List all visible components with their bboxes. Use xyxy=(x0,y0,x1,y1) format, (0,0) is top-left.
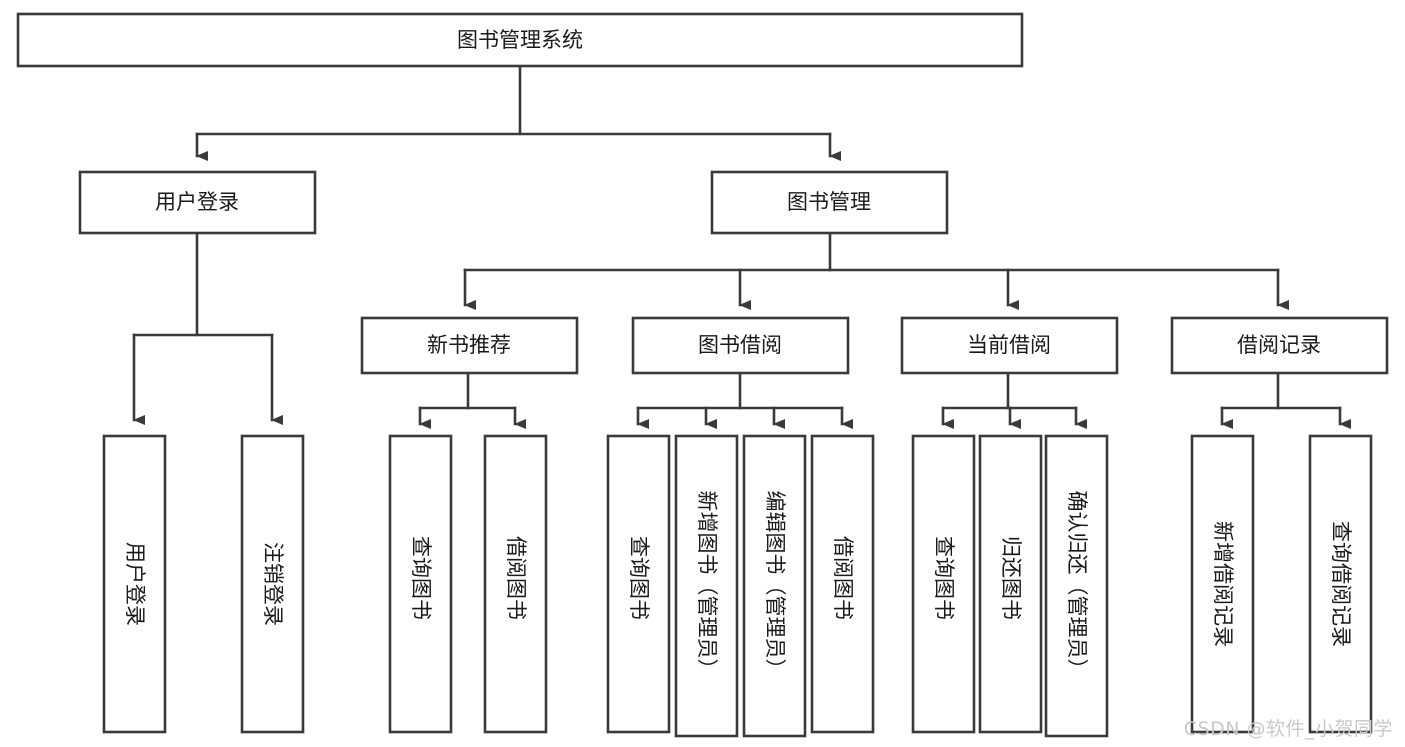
leaf-current-borrow-3[interactable]: 确认归还（管理员） xyxy=(1044,434,1109,738)
leaf-borrow-record-1-box[interactable] xyxy=(1190,434,1255,734)
node-book-borrow-box[interactable] xyxy=(631,316,850,375)
leaf-new-book-2[interactable]: 借阅图书 xyxy=(483,434,548,734)
leaf-book-borrow-2-label: 新增图书（管理员） xyxy=(695,491,719,680)
leaf-current-borrow-2-box[interactable] xyxy=(978,434,1043,734)
leaf-book-borrow-2[interactable]: 新增图书（管理员） xyxy=(674,434,739,738)
node-borrow-record-box[interactable] xyxy=(1170,316,1389,375)
leaf-borrow-record-2[interactable]: 查询借阅记录 xyxy=(1308,434,1373,734)
leaf-user-login-2-box[interactable] xyxy=(240,434,305,734)
leaf-book-borrow-4-box[interactable] xyxy=(810,434,875,734)
leaf-book-borrow-4[interactable]: 借阅图书 xyxy=(810,434,875,734)
node-current-borrow-box[interactable] xyxy=(900,316,1119,375)
node-book-management-box[interactable] xyxy=(710,170,949,235)
leaf-borrow-record-2-label: 查询借阅记录 xyxy=(1329,521,1353,647)
node-borrow-record[interactable]: 借阅记录 xyxy=(1170,316,1389,375)
leaf-book-borrow-1-box[interactable] xyxy=(606,434,671,734)
leaf-new-book-1-label: 查询图书 xyxy=(409,536,433,620)
leaf-user-login-2-label: 注销登录 xyxy=(261,542,285,626)
node-user-login-box[interactable] xyxy=(78,170,317,235)
leaf-current-borrow-1-box[interactable] xyxy=(911,434,976,734)
node-new-book-recommend-box[interactable] xyxy=(360,316,579,375)
leaf-current-borrow-1[interactable]: 查询图书 xyxy=(911,434,976,734)
leaf-user-login-1-box[interactable] xyxy=(102,434,167,734)
node-borrow-record-label: 借阅记录 xyxy=(1237,333,1321,357)
leaf-book-borrow-3[interactable]: 编辑图书（管理员） xyxy=(742,434,807,738)
leaf-user-login-1[interactable]: 用户登录 xyxy=(102,434,167,734)
node-current-borrow[interactable]: 当前借阅 xyxy=(900,316,1119,375)
leaf-user-login-2[interactable]: 注销登录 xyxy=(240,434,305,734)
leaf-borrow-record-1-label: 新增借阅记录 xyxy=(1211,521,1235,647)
node-current-borrow-label: 当前借阅 xyxy=(967,333,1051,357)
leaf-current-borrow-3-label: 确认归还（管理员） xyxy=(1065,491,1089,680)
leaf-new-book-1[interactable]: 查询图书 xyxy=(388,434,453,734)
node-user-login[interactable]: 用户登录 xyxy=(78,170,317,235)
node-user-login-label: 用户登录 xyxy=(155,190,239,214)
connectors xyxy=(132,64,1351,429)
leaf-current-borrow-3-box[interactable] xyxy=(1044,434,1109,738)
node-book-borrow-label: 图书借阅 xyxy=(698,333,782,357)
node-book-management-label: 图书管理 xyxy=(787,190,871,214)
leaf-book-borrow-3-box[interactable] xyxy=(742,434,807,738)
leaf-current-borrow-1-label: 查询图书 xyxy=(932,536,956,620)
leaf-book-borrow-1[interactable]: 查询图书 xyxy=(606,434,671,734)
node-book-borrow[interactable]: 图书借阅 xyxy=(631,316,850,375)
leaf-book-borrow-2-box[interactable] xyxy=(674,434,739,738)
leaf-borrow-record-1[interactable]: 新增借阅记录 xyxy=(1190,434,1255,734)
node-book-management[interactable]: 图书管理 xyxy=(710,170,949,235)
leaf-new-book-2-box[interactable] xyxy=(483,434,548,734)
leaf-current-borrow-2[interactable]: 归还图书 xyxy=(978,434,1043,734)
leaf-new-book-2-label: 借阅图书 xyxy=(504,536,528,620)
node-root-label: 图书管理系统 xyxy=(457,28,583,52)
node-new-book-recommend-label: 新书推荐 xyxy=(427,333,511,357)
leaf-current-borrow-2-label: 归还图书 xyxy=(999,536,1023,620)
leaf-new-book-1-box[interactable] xyxy=(388,434,453,734)
leaf-user-login-1-label: 用户登录 xyxy=(123,542,147,626)
node-root-box[interactable] xyxy=(16,12,1024,68)
leaf-book-borrow-3-label: 编辑图书（管理员） xyxy=(763,491,787,680)
leaf-book-borrow-4-label: 借阅图书 xyxy=(831,536,855,620)
node-new-book-recommend[interactable]: 新书推荐 xyxy=(360,316,579,375)
csdn-watermark: CSDN @软件_小贺同学 xyxy=(1183,718,1393,740)
leaf-borrow-record-2-box[interactable] xyxy=(1308,434,1373,734)
leaf-book-borrow-1-label: 查询图书 xyxy=(627,536,651,620)
node-root[interactable]: 图书管理系统 xyxy=(16,12,1024,68)
